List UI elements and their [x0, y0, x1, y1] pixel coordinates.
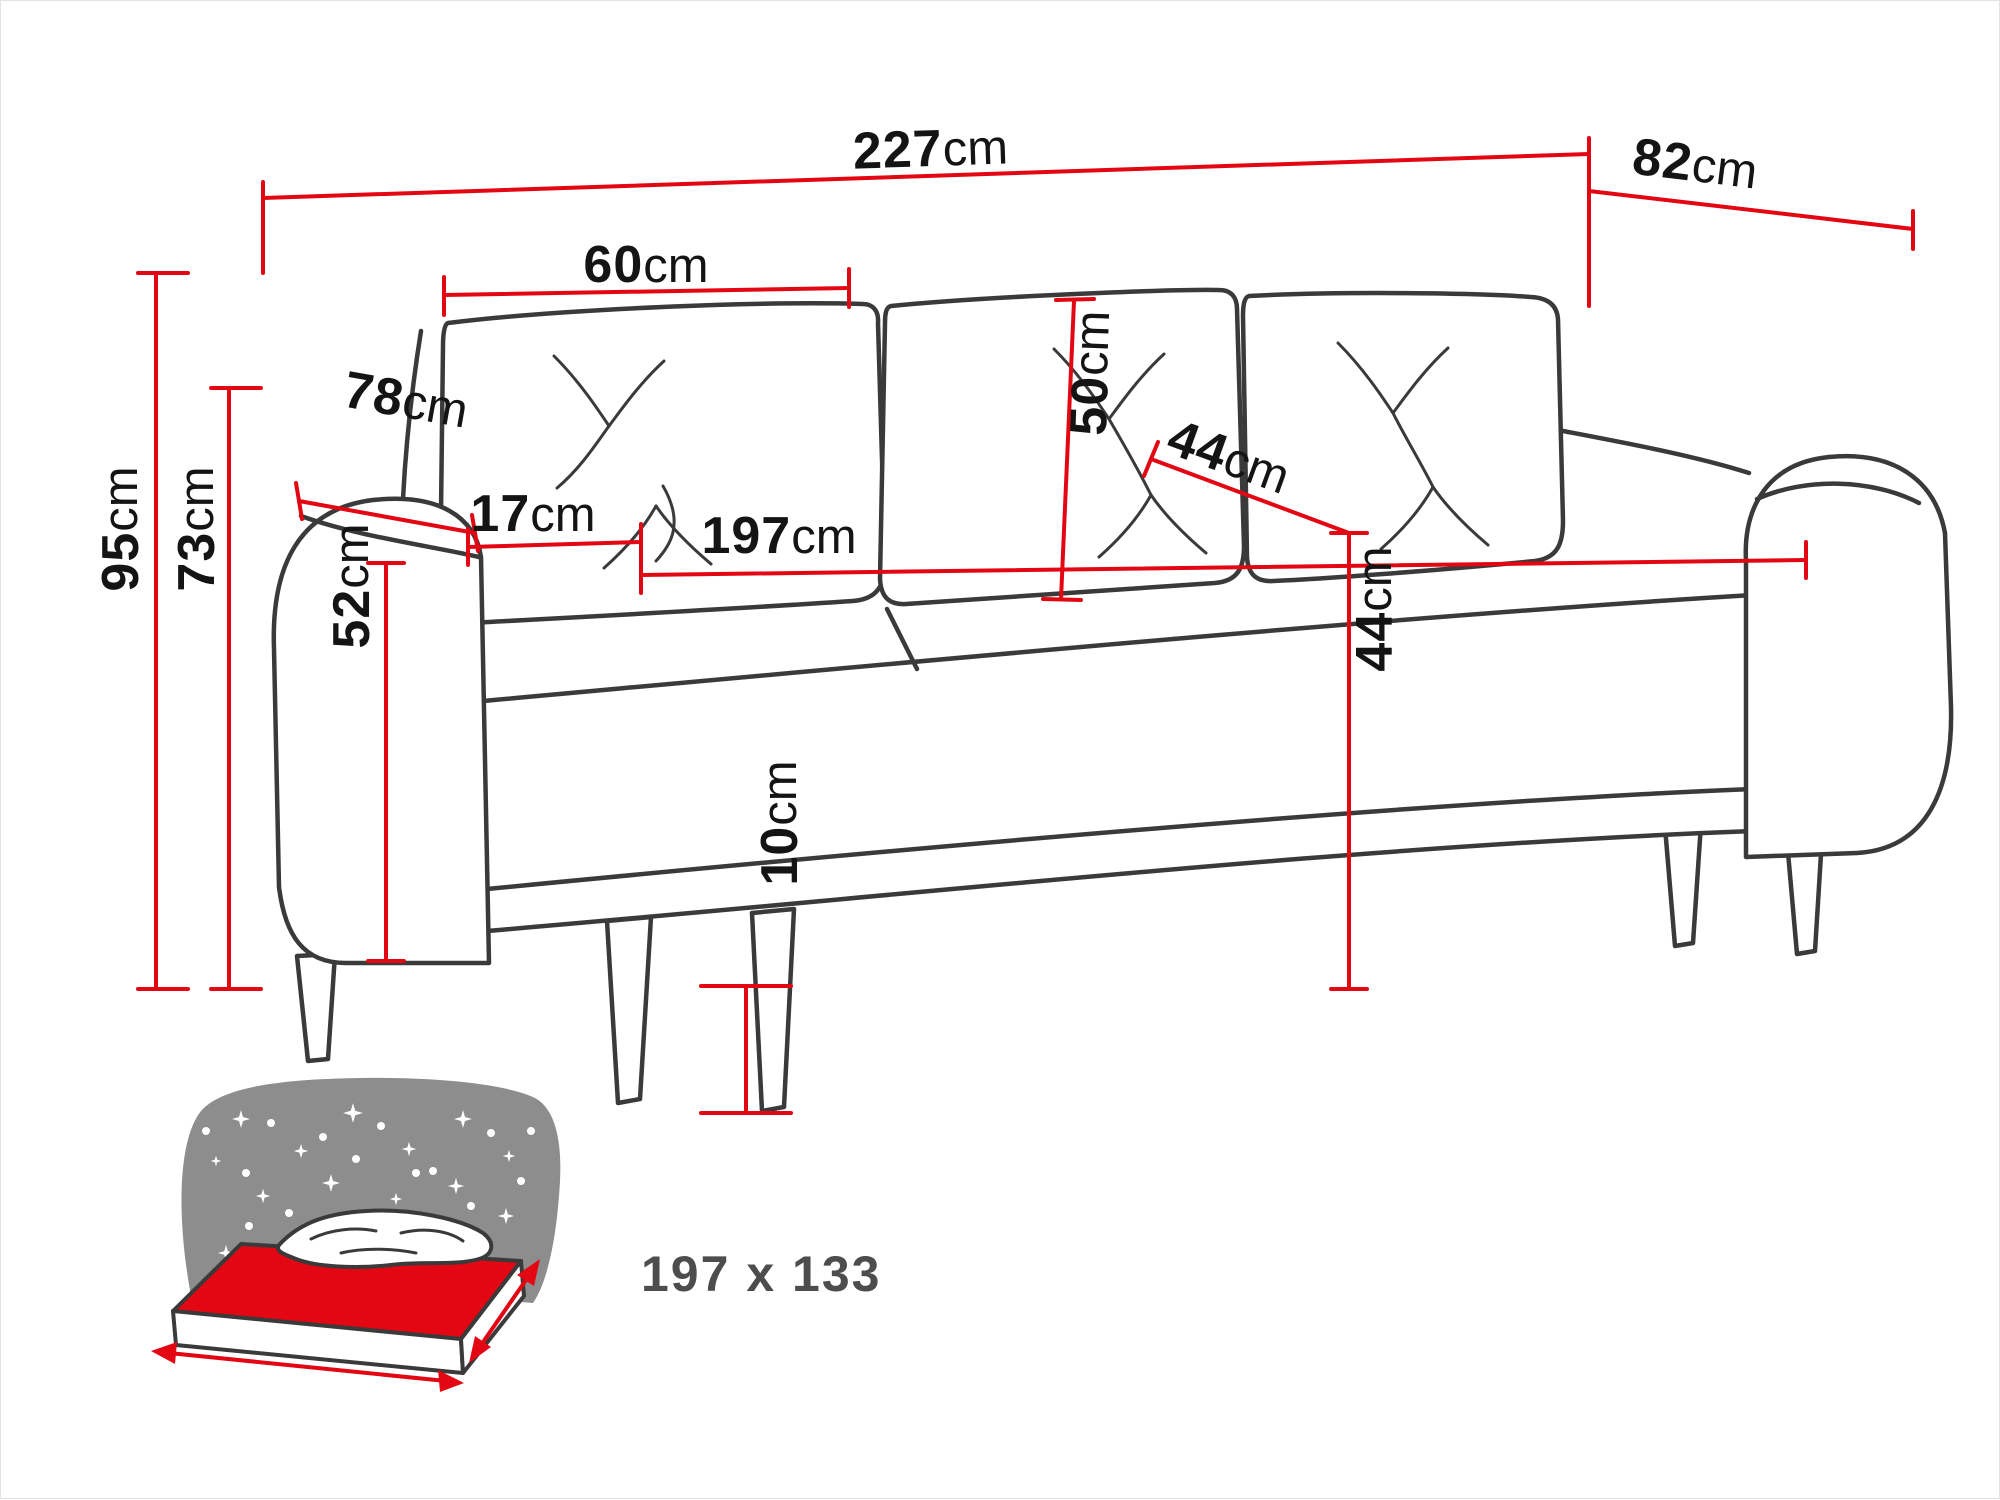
dim-label-backrest-height: 73cm [168, 466, 226, 591]
sofa-leg [604, 914, 654, 1106]
sofa-leg [1662, 821, 1704, 949]
sofa-leg [294, 951, 338, 1064]
dim-line-total-width [261, 152, 1591, 200]
sleeping-area-label: 197 x 133 [641, 1246, 881, 1302]
dim-label-depth: 82cm [1629, 128, 1760, 201]
bedding-fold-line [399, 1228, 465, 1243]
sofa-back-frame-right-edge [1560, 428, 1752, 476]
dim-label-total-height: 95cm [92, 466, 150, 591]
sofa-seat-seam-left [884, 606, 920, 672]
dim-label-total-width: 227cm [852, 117, 1009, 180]
sofa-seat-base [480, 592, 1756, 934]
sofa-base-seam [484, 786, 1756, 892]
bedding-fold-line [339, 1247, 418, 1255]
sleeping-area-icon: 197 x 133 [151, 1077, 881, 1392]
sofa-back-cushion-right [1240, 290, 1566, 584]
dim-label-seat-height: 44cm [1346, 546, 1404, 671]
cushion-tufting-creases [552, 341, 1490, 570]
dim-line-seat-depth [1149, 457, 1351, 535]
sofa-drawing [271, 287, 1954, 1114]
dim-tick [1142, 440, 1160, 478]
dim-label-leg-height: 10cm [751, 760, 809, 885]
sofa-back-cushion-middle [877, 287, 1247, 607]
dim-line-armrest-width [466, 540, 643, 549]
sofa-armrest-left-top-seam [298, 513, 482, 560]
dim-line-depth [1587, 189, 1915, 231]
dim-label-cushion-width: 60cm [583, 236, 708, 294]
stars [202, 1103, 535, 1262]
sofa-armrest-left [271, 496, 492, 966]
dim-label-armrest-width: 17cm [470, 485, 595, 543]
sleeping-depth-arrow [469, 1259, 540, 1363]
sofa-back-frame-left-edge [400, 328, 424, 502]
dim-label-cushion-height: 50cm [1060, 309, 1122, 436]
dim-label-seat-width: 197cm [701, 507, 856, 565]
dimension-lines [136, 136, 1915, 1115]
dim-tick [1041, 597, 1083, 602]
dim-label-armrest-height: 52cm [323, 523, 381, 648]
dim-line-armrest-depth [297, 499, 477, 535]
dim-tick [294, 481, 304, 521]
sofa-armrest-right [1743, 453, 1954, 860]
bedding-fold-line [309, 1227, 378, 1241]
dim-line-cushion-width [442, 286, 851, 297]
sofa-armrest-right-top-seam [1754, 481, 1922, 506]
dim-line-cushion-height [1059, 299, 1076, 601]
sofa-leg [749, 906, 797, 1114]
bedding-blanket [276, 1208, 494, 1269]
sleeping-width-arrow [151, 1342, 464, 1392]
dim-label-armrest-depth: 78cm [339, 361, 472, 440]
dim-line-seat-width [639, 558, 1808, 577]
dim-tick [1054, 297, 1096, 302]
